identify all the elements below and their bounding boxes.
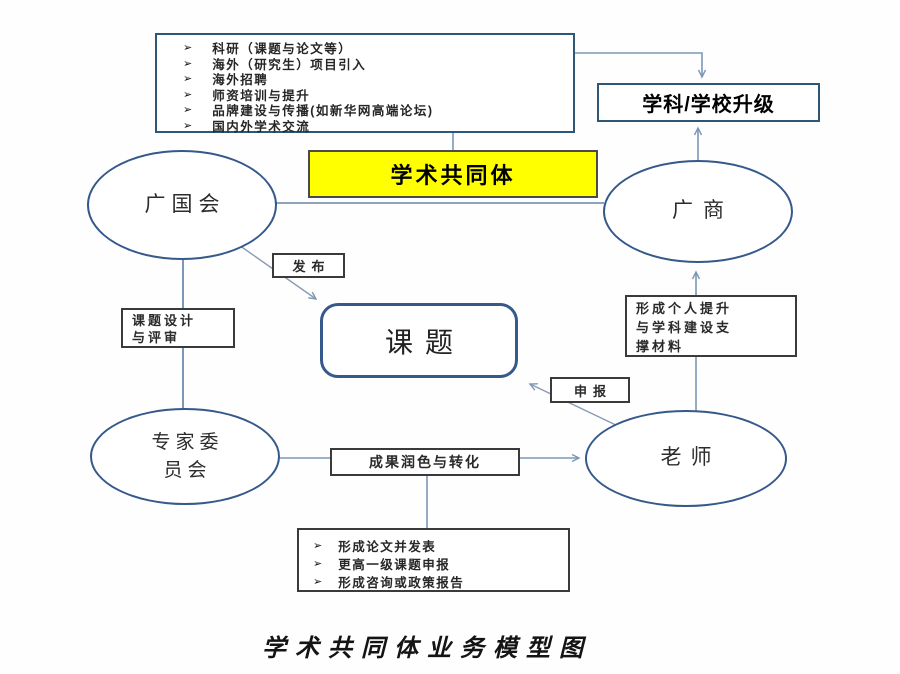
diagram-caption: 学术共同体业务模型图 [262, 636, 592, 662]
material-line1: 形成个人提升 [636, 301, 733, 316]
list-item: ➢ 更高一级课题申报 [313, 554, 568, 572]
academic-community-box: 学术共同体 [308, 150, 598, 198]
upgrade-box: 学科/学校升级 [597, 83, 820, 122]
list-item: ➢ 海外招聘 [183, 71, 573, 87]
bullet-icon: ➢ [313, 575, 323, 588]
list-item: ➢ 品牌建设与传播(如新华网高端论坛) [183, 102, 573, 118]
bullet-icon: ➢ [313, 539, 323, 552]
list-item: ➢ 国内外学术交流 [183, 118, 573, 134]
expert-committee-line1: 专家委 [151, 431, 224, 453]
list-item: ➢ 形成论文并发表 [313, 536, 568, 554]
node-expert-committee-circle: 专家委 员会 [90, 408, 280, 505]
bullet-icon: ➢ [183, 104, 193, 117]
list-item: ➢ 形成咨询或政策报告 [313, 572, 568, 590]
list-item-label: 形成咨询或政策报告 [338, 575, 465, 590]
expert-committee-line2: 员会 [163, 459, 212, 481]
topic-design-line1: 课题设计 [132, 313, 197, 328]
material-line3: 撑材料 [636, 339, 685, 354]
node-guangshang-circle: 广商 [603, 160, 793, 263]
list-item-label: 形成论文并发表 [338, 539, 437, 554]
list-item-label: 品牌建设与传播(如新华网高端论坛) [212, 104, 434, 119]
bullet-icon: ➢ [183, 57, 193, 70]
list-item: ➢ 海外（研究生）项目引入 [183, 56, 573, 72]
bullet-icon: ➢ [183, 73, 193, 86]
list-item-label: 海外（研究生）项目引入 [212, 57, 367, 72]
list-item-label: 更高一级课题申报 [338, 557, 451, 572]
edge-label-topic-design: 课题设计 与评审 [121, 308, 235, 348]
bullet-icon: ➢ [183, 119, 193, 132]
activities-list-box: ➢ 科研（课题与论文等） ➢ 海外（研究生）项目引入 ➢ 海外招聘 ➢ 师资培训… [155, 33, 575, 134]
material-line2: 与学科建设支 [636, 320, 733, 335]
node-topic-box: 课题 [320, 303, 518, 378]
list-item-label: 科研（课题与论文等） [212, 42, 353, 57]
bullet-icon: ➢ [183, 42, 193, 55]
edge-label-publish: 发布 [272, 253, 345, 278]
bullet-icon: ➢ [183, 88, 193, 101]
edge-label-material: 形成个人提升 与学科建设支 撑材料 [625, 295, 797, 357]
list-item-label: 海外招聘 [212, 73, 269, 88]
list-item-label: 师资培训与提升 [212, 88, 311, 103]
topic-design-line2: 与评审 [132, 330, 181, 345]
list-item-label: 国内外学术交流 [212, 119, 311, 134]
list-item: ➢ 师资培训与提升 [183, 87, 573, 103]
bullet-icon: ➢ [313, 557, 323, 570]
edge-label-apply: 申报 [550, 377, 630, 403]
node-teacher-circle: 老师 [585, 410, 787, 507]
node-guangguohui-circle: 广国会 [87, 150, 277, 260]
outcomes-list-box: ➢ 形成论文并发表 ➢ 更高一级课题申报 ➢ 形成咨询或政策报告 [297, 528, 570, 592]
edge-label-polish: 成果润色与转化 [330, 448, 520, 476]
list-item: ➢ 科研（课题与论文等） [183, 40, 573, 56]
